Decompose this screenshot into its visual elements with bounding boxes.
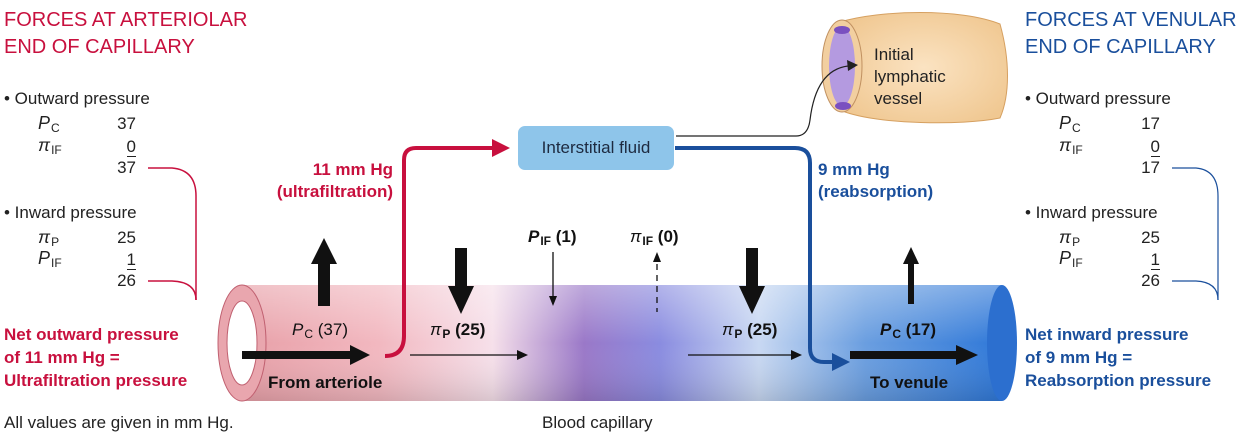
lymph-vessel-label: Initial lymphatic vessel bbox=[874, 44, 946, 110]
left-inward-val-1: 25 bbox=[117, 228, 136, 247]
ultra-label-line2: (ultrafiltration) bbox=[276, 182, 393, 201]
left-outward-sym-1: PC bbox=[38, 113, 60, 135]
left-title-line1: FORCES AT ARTERIOLAR bbox=[4, 9, 248, 31]
left-brackets bbox=[148, 167, 197, 301]
lymph-label-line2: lymphatic bbox=[874, 67, 946, 86]
right-net-line3: Reabsorption pressure bbox=[1025, 371, 1212, 390]
left-outward-sym-2: πIF bbox=[38, 135, 62, 157]
reab-label-line2: (reabsorption) bbox=[818, 182, 934, 201]
lymphatic-vessel bbox=[821, 12, 1008, 124]
left-outward-total: 37 bbox=[117, 158, 136, 177]
ultra-label-line1: 11 mm Hg bbox=[312, 160, 393, 179]
capillary-tube bbox=[217, 284, 1017, 402]
left-net-line1: Net outward pressure bbox=[4, 325, 179, 344]
reabsorption-arrow bbox=[675, 146, 835, 364]
pif-label: PIF (1) bbox=[528, 227, 577, 248]
left-outward-label: • Outward pressure bbox=[4, 89, 150, 108]
ultrafiltration-arrow bbox=[384, 146, 495, 358]
left-outward-val-2-wrap: 0 bbox=[96, 137, 136, 157]
footnote: All values are given in mm Hg. bbox=[4, 413, 234, 432]
right-inward-sym-2: PIF bbox=[1059, 248, 1083, 270]
from-arteriole-label: From arteriole bbox=[268, 373, 383, 392]
right-inward-label: • Inward pressure bbox=[1025, 203, 1158, 222]
interstitial-fluid-box bbox=[518, 126, 674, 170]
right-outward-sym-1: PC bbox=[1059, 113, 1081, 135]
piif-label: πIF (0) bbox=[630, 227, 679, 248]
blood-capillary-label: Blood capillary bbox=[542, 413, 653, 432]
reab-label-line1: 9 mm Hg bbox=[818, 160, 890, 179]
pc-left-label: PC (37) bbox=[292, 320, 348, 341]
left-outward-val-1: 37 bbox=[117, 114, 136, 133]
pip-right-label: πP (25) bbox=[722, 320, 778, 341]
right-inward-sym-1: πP bbox=[1059, 227, 1081, 249]
blood-flow-arrows bbox=[242, 345, 978, 365]
right-outward-val-2-wrap: 0 bbox=[1120, 137, 1160, 157]
lymph-label-line3: vessel bbox=[874, 89, 923, 108]
to-venule-label: To venule bbox=[870, 373, 949, 392]
left-net-line3: Ultrafiltration pressure bbox=[4, 371, 188, 390]
piif-arrow bbox=[653, 252, 661, 312]
right-net-line2: of 9 mm Hg = bbox=[1025, 348, 1133, 367]
left-net-line2: of 11 mm Hg = bbox=[4, 348, 120, 367]
right-outward-sym-2: πIF bbox=[1059, 135, 1083, 157]
lymph-label-line1: Initial bbox=[874, 45, 914, 64]
left-title-line2: END OF CAPILLARY bbox=[4, 36, 195, 58]
right-outward-val-2: 0 bbox=[1150, 137, 1160, 157]
right-title-line1: FORCES AT VENULAR bbox=[1025, 9, 1237, 31]
pip-left-label: πP (25) bbox=[430, 320, 486, 341]
right-inward-total: 26 bbox=[1141, 271, 1160, 290]
pif-arrow bbox=[549, 252, 557, 306]
right-net-line1: Net inward pressure bbox=[1025, 325, 1189, 344]
right-title-line2: END OF CAPILLARY bbox=[1025, 36, 1216, 58]
right-outward-val-1: 17 bbox=[1141, 114, 1160, 133]
right-brackets bbox=[1172, 167, 1219, 301]
left-inward-val-2: 1 bbox=[126, 250, 136, 270]
left-outward-val-2: 0 bbox=[126, 137, 136, 157]
right-inward-val-2-wrap: 1 bbox=[1120, 250, 1160, 270]
right-outward-label: • Outward pressure bbox=[1025, 89, 1171, 108]
inward-force-arrows bbox=[448, 248, 765, 314]
right-inward-val-2: 1 bbox=[1150, 250, 1160, 270]
left-inward-total: 26 bbox=[117, 271, 136, 290]
left-inward-val-2-wrap: 1 bbox=[96, 250, 136, 270]
lymph-flow-arrow bbox=[676, 65, 849, 137]
pc-right-label: PC (17) bbox=[880, 320, 936, 341]
right-inward-val-1: 25 bbox=[1141, 228, 1160, 247]
outward-force-arrows bbox=[311, 238, 919, 306]
left-inward-label: • Inward pressure bbox=[4, 203, 137, 222]
right-outward-total: 17 bbox=[1141, 158, 1160, 177]
left-inward-sym-2: PIF bbox=[38, 248, 62, 270]
interstitial-fluid-label: Interstitial fluid bbox=[541, 138, 651, 157]
left-inward-sym-1: πP bbox=[38, 227, 60, 249]
